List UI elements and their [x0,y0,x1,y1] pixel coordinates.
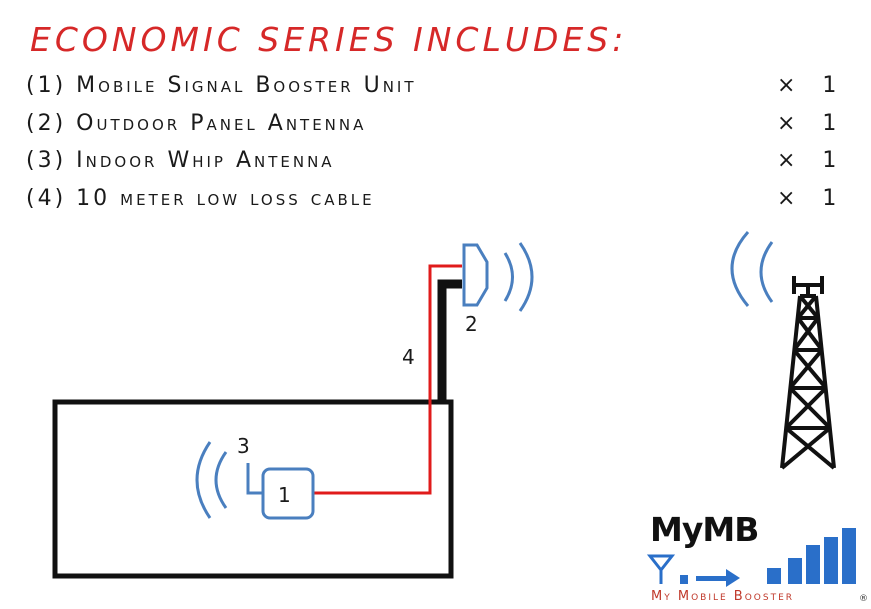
logo-antenna-icon [646,554,676,573]
logo-dot [680,575,688,584]
logo-arrow-shaft [696,576,728,581]
list-item-label: (4) 10 meter low loss cable [26,186,375,211]
panel-antenna [462,243,489,307]
list-item-label: (1) Mobile Signal Booster Unit [26,73,417,98]
tower-signal-wave-outer [730,231,750,307]
page-title: ECONOMIC SERIES INCLUDES: [30,20,628,59]
logo-bar [806,545,820,584]
list-item-label: (2) Outdoor Panel Antenna [26,111,367,136]
cable-red-line [313,264,462,495]
list-item-qty: × 1 [777,186,847,211]
logo-graphic [646,528,856,587]
indoor-signal-wave-inner [214,451,228,509]
whip-antenna [246,463,263,495]
panel-signal-wave-inner [503,252,514,302]
list-item-label: (3) Indoor Whip Antenna [26,148,335,173]
panel-antenna-label: 2 [465,312,478,336]
logo-bar [824,537,838,584]
cable-outdoor-segment [437,279,462,402]
indoor-signal-wave-outer [195,441,212,519]
panel-signal-wave-outer [518,242,534,312]
list-item-qty: × 1 [777,73,847,98]
building-outline [52,399,454,579]
cable-label: 4 [402,345,415,369]
logo-bar [842,528,856,584]
cell-tower-icon [780,276,836,470]
logo-arrow-head [726,569,740,587]
list-item-qty: × 1 [777,148,847,173]
tower-signal-wave-inner [759,241,774,303]
registered-mark: ® [859,594,868,604]
logo-brand-name: My Mobile Booster [651,589,795,604]
whip-antenna-label: 3 [237,434,250,458]
logo-mark: MyMB [650,510,759,549]
logo-bar [767,568,781,584]
logo-bar [788,558,802,584]
booster-unit-label: 1 [278,483,291,507]
list-item-qty: × 1 [777,111,847,136]
